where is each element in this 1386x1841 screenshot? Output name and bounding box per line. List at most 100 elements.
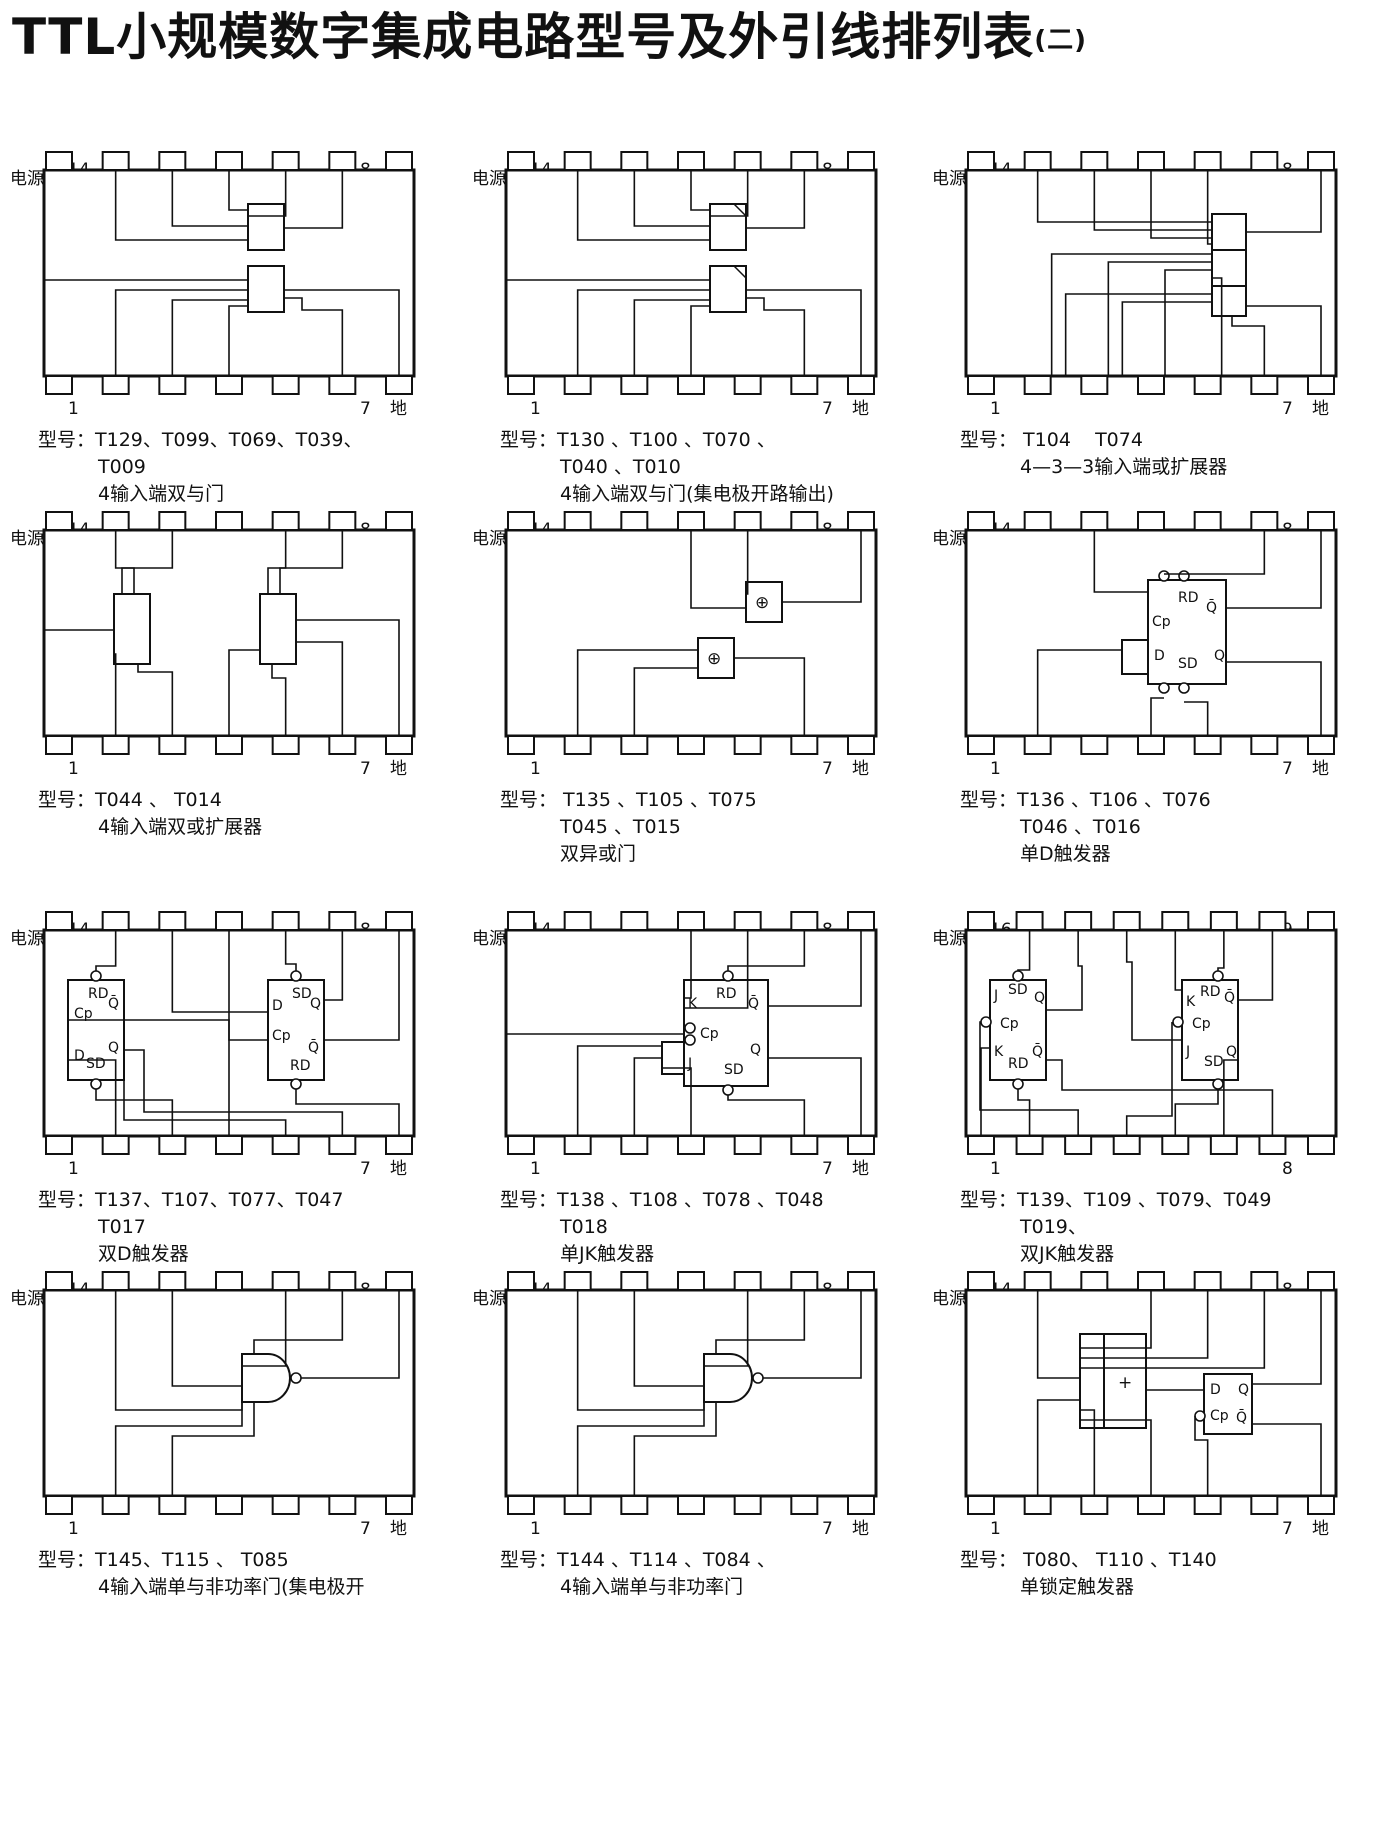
pin-bottom [847, 1495, 875, 1515]
pin-number: 7 [1282, 759, 1293, 779]
cp-label: Cp [1152, 614, 1171, 630]
pin-bottom [1250, 735, 1279, 755]
wire [114, 170, 248, 241]
chip-description: 4输入端单与非功率门(集电极开 [98, 1576, 365, 1598]
nand-gate [241, 1353, 291, 1403]
q-label: Q [1226, 1044, 1237, 1060]
pin-top [733, 511, 762, 531]
gate-box [1211, 213, 1247, 251]
wire [1046, 1059, 1274, 1136]
pin-bottom [1080, 1495, 1109, 1515]
wire [633, 299, 710, 376]
chip-description: 单D触发器 [1020, 843, 1111, 865]
chip-cell-nand-power: 电源14817地型号：T144 、T114 、T084 、4输入端单与非功率门 [472, 1250, 934, 1705]
pin-bottom [1080, 375, 1109, 395]
pin-top [847, 1271, 875, 1291]
pin-top [563, 511, 592, 531]
pin-top [967, 511, 995, 531]
d-flipflop [1147, 579, 1227, 685]
ground-label: 地 [390, 759, 407, 779]
pin-top [1250, 1271, 1279, 1291]
wire [95, 1089, 174, 1136]
wire [746, 289, 862, 376]
pin-top [385, 1271, 413, 1291]
wire [1107, 261, 1212, 376]
model-list: 型号：T044 、 T014 [38, 789, 222, 811]
pin-number: 8 [1282, 1159, 1293, 1179]
wire [228, 305, 248, 376]
pin-top [385, 911, 413, 931]
nand-gate [703, 1353, 753, 1403]
pin-top [1250, 511, 1279, 531]
pin-top [847, 911, 875, 931]
vcc-label: 电源 [10, 929, 44, 949]
chip-diagram: 电源14817地⊕⊕ [472, 511, 878, 779]
gate-box [247, 265, 285, 313]
chip-caption: 型号：T044 、 T014 4输入端双或扩展器 [38, 787, 468, 841]
vcc-label: 电源 [932, 169, 966, 189]
wire [734, 657, 806, 736]
pin-bottom [45, 735, 73, 755]
model-list: 型号：T130 、T100 、T070 、 [500, 429, 776, 451]
inverter-bubble [752, 1372, 764, 1384]
rd-label: RD [1178, 590, 1199, 606]
pin-top [45, 511, 73, 531]
pin-bottom [733, 735, 762, 755]
pin-number: 7 [822, 399, 833, 419]
chip-diagram: 电源14817地 [472, 1271, 878, 1539]
wire [1164, 530, 1266, 575]
ground-label: 地 [852, 399, 869, 419]
pin-bottom [733, 1495, 762, 1515]
wire [662, 1067, 692, 1136]
pin-bottom [1023, 1495, 1052, 1515]
wire [1017, 930, 1031, 971]
wire [95, 930, 117, 971]
chip-caption: 型号：T144 、T114 、T084 、4输入端单与非功率门 [500, 1547, 930, 1601]
internal-circuit [44, 530, 400, 736]
pin-top [328, 911, 357, 931]
pin-number: 7 [360, 1159, 371, 1179]
pin-top [1250, 151, 1279, 171]
wire [727, 1095, 806, 1136]
wire [1080, 1290, 1152, 1349]
pin-top [733, 151, 762, 171]
pin-bottom [215, 1495, 243, 1515]
chip-description: 双D触发器 [98, 1243, 189, 1265]
model-list-continued: T019、 [1020, 1216, 1087, 1238]
pin-bottom [1161, 1135, 1190, 1155]
jk-flipflop [1181, 979, 1239, 1081]
plus-symbol: + [1118, 1373, 1132, 1393]
wire [1046, 930, 1083, 1011]
cp-label: Cp [1000, 1016, 1019, 1032]
wire [980, 1047, 990, 1136]
wire [121, 530, 174, 594]
pin-top [1023, 511, 1052, 531]
open-collector-mark [733, 203, 747, 217]
pin-bottom [101, 735, 130, 755]
chip-description: 4输入端双或扩展器 [98, 816, 263, 838]
pin-top [328, 151, 357, 171]
pin-bottom [620, 735, 649, 755]
model-list-continued: T018 [560, 1216, 608, 1238]
vcc-label: 电源 [932, 1289, 966, 1309]
pin-top [45, 151, 73, 171]
d-flipflop [1203, 1373, 1253, 1435]
gate-box [259, 593, 297, 665]
wire [114, 289, 248, 376]
pin-top [967, 911, 995, 931]
pin-top [620, 1271, 649, 1291]
model-list: 型号：T138 、T108 、T078 、T048 [500, 1189, 824, 1211]
wire [301, 1290, 400, 1379]
pin-bottom [790, 375, 819, 395]
pin-top [215, 1271, 243, 1291]
pin-bottom [847, 375, 875, 395]
pin-number: 1 [990, 1519, 1001, 1539]
sd-label: SD [292, 986, 312, 1002]
pin-bottom [271, 735, 300, 755]
j-label: J [1185, 1044, 1190, 1060]
